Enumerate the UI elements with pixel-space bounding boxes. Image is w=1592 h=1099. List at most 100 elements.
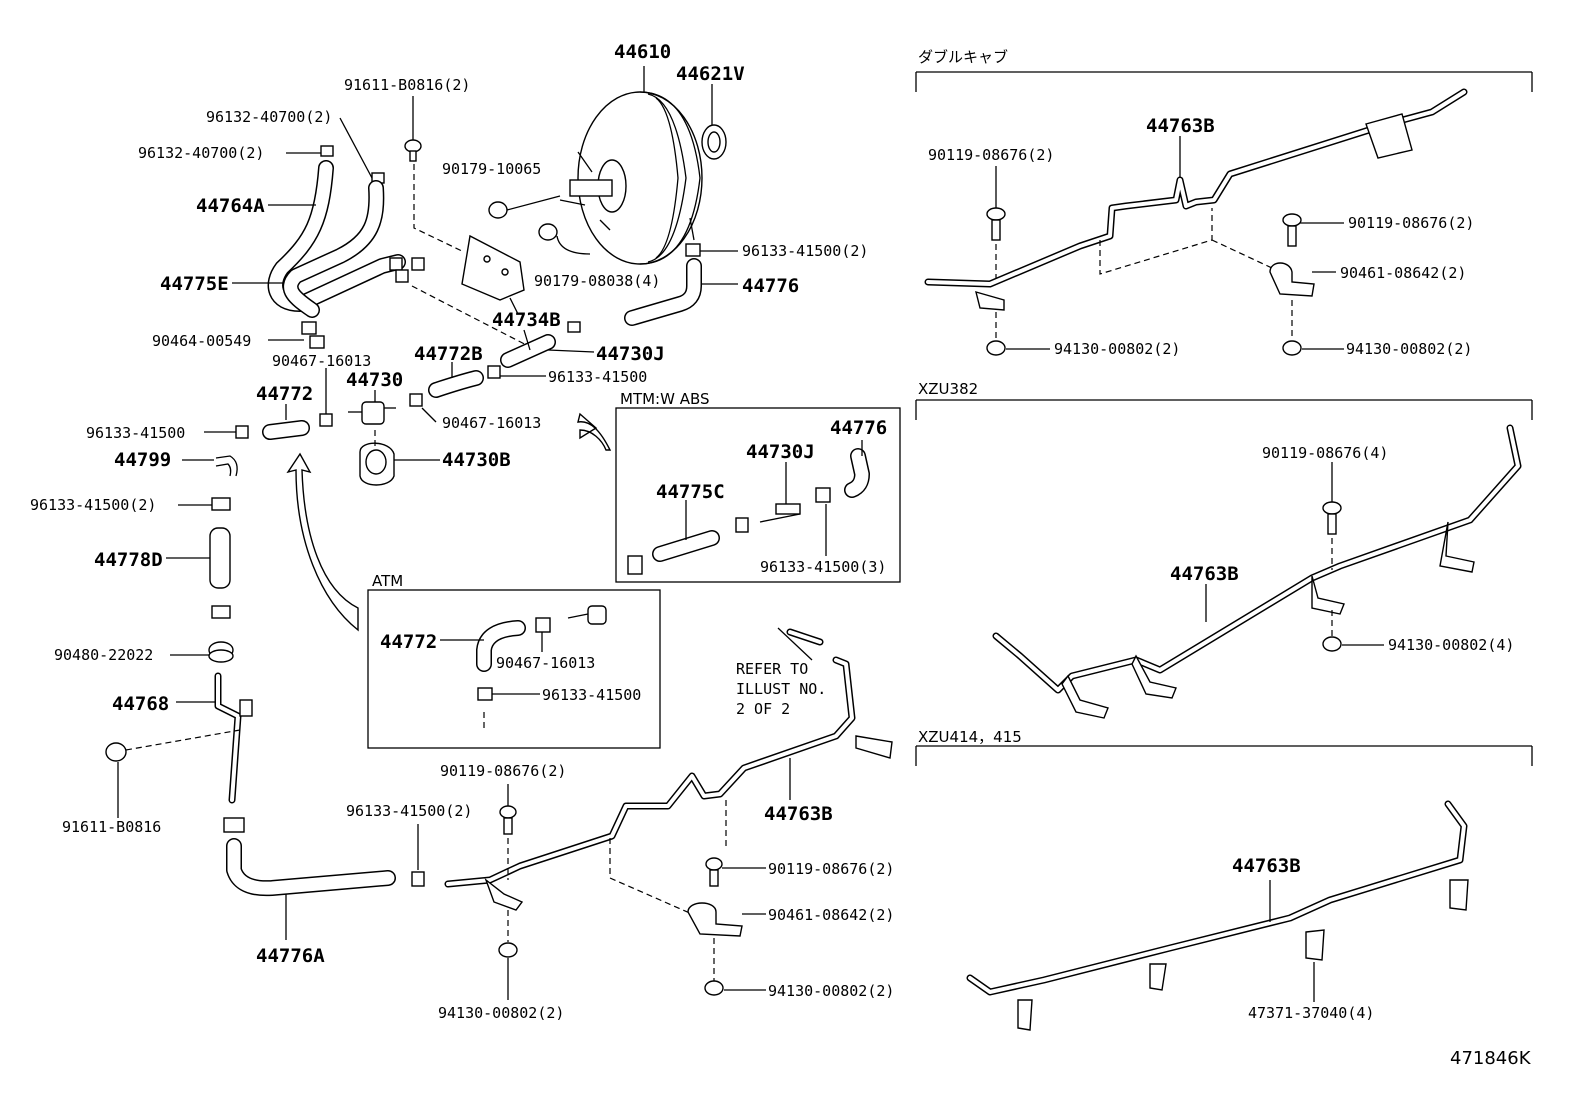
section-xzu414: XZU414，415 [918, 728, 1022, 746]
part-94130-bottom-right: 94130-00802(2) [768, 982, 894, 1000]
part-44772b: 44772B [414, 343, 483, 365]
nut-90179-10065 [488, 195, 561, 219]
clip-lower [211, 605, 231, 619]
mtm-part-44776: 44776 [830, 417, 887, 439]
part-90119-bottom: 90119-08676(2) [440, 762, 566, 780]
part-44734b: 44734B [492, 309, 561, 331]
part-44730j: 44730J [596, 343, 665, 365]
part-90464: 90464-00549 [152, 332, 251, 350]
part-96133-bottom: 96133-41500(2) [346, 802, 472, 820]
hose-44799 [182, 455, 238, 477]
part-94130-bottom-left: 94130-00802(2) [438, 1004, 564, 1022]
clips-hose-end [389, 257, 425, 283]
part-90119-bottom2: 90119-08676(2) [768, 860, 894, 878]
clip-96133-left [204, 425, 249, 439]
part-91611-top: 91611-B0816(2) [344, 76, 470, 94]
part-90480: 90480-22022 [54, 646, 153, 664]
connector-44730j [500, 321, 595, 368]
hose-44772 [262, 368, 333, 440]
dc-part-94130-right: 94130-00802(2) [1346, 340, 1472, 358]
pipe-44763b-bottom [444, 656, 893, 911]
part-96133-left2: 96133-41500(2) [30, 496, 156, 514]
atm-box [367, 589, 661, 749]
hose-44778d [166, 527, 231, 589]
section-double-cab: ダブルキャブ [918, 48, 1008, 66]
atm-parts [440, 605, 607, 728]
x382-part-90119: 90119-08676(4) [1262, 444, 1388, 462]
dc-part-90119-right: 90119-08676(2) [1348, 214, 1474, 232]
part-90179-10065: 90179-10065 [442, 160, 541, 178]
x382-bolt [1322, 462, 1342, 636]
part-96132-b: 96132-40700(2) [138, 144, 264, 162]
mtm-box [615, 407, 901, 583]
atm-part-90467: 90467-16013 [496, 654, 595, 672]
refer-note-1: REFER TO [736, 660, 808, 678]
grommet-90480 [170, 641, 234, 663]
clip-90464 [301, 321, 325, 349]
part-90179-08038: 90179-08038(4) [534, 272, 660, 290]
atm-part-96133: 96133-41500 [542, 686, 641, 704]
clip-96132-a [320, 145, 334, 157]
bracket-44734b [461, 234, 525, 315]
refer-note-3: 2 OF 2 [736, 700, 790, 718]
part-90467-a: 90467-16013 [272, 352, 371, 370]
mtm-part-96133: 96133-41500(3) [760, 558, 886, 576]
part-44763b-bottom: 44763B [764, 803, 833, 825]
nut-90179-08038 [538, 223, 591, 255]
hose-44776 [624, 258, 738, 326]
part-96132-a: 96132-40700(2) [206, 108, 332, 126]
dc-part-90119-left: 90119-08676(2) [928, 146, 1054, 164]
nut-94130-bot-l [498, 910, 518, 1000]
dc-pipe [924, 88, 1468, 311]
part-96133-mid: 96133-41500 [548, 368, 647, 386]
x382-pipe [992, 424, 1522, 719]
part-96133-left: 96133-41500 [86, 424, 185, 442]
dc-part-90461: 90461-08642(2) [1340, 264, 1466, 282]
bolt-91611-top [404, 96, 422, 162]
x382-part-44763b: 44763B [1170, 563, 1239, 585]
x414-part-47371: 47371-37040(4) [1248, 1004, 1374, 1022]
x414-pipe [966, 800, 1468, 996]
part-44768: 44768 [112, 693, 169, 715]
part-90461-bottom: 90461-08642(2) [768, 906, 894, 924]
part-44776: 44776 [742, 275, 799, 297]
section-mtm-abs: MTM:W ABS [620, 390, 710, 408]
part-44730b: 44730B [442, 449, 511, 471]
refer-note-2: ILLUST NO. [736, 680, 826, 698]
dc-bolt-r [1282, 213, 1344, 247]
mtm-part-44775c: 44775C [656, 481, 725, 503]
part-44610: 44610 [614, 41, 671, 63]
arrow-mtm [577, 412, 612, 451]
x414-clips [1017, 879, 1469, 1031]
clip-96133-l2 [178, 497, 231, 511]
hose-44772b [428, 362, 546, 398]
clip-96133-bot [411, 871, 425, 887]
illustration-id: 471846K [1450, 1048, 1532, 1069]
section-atm: ATM [372, 572, 403, 590]
part-44764a: 44764A [196, 195, 265, 217]
bracket-90461-bot [687, 902, 766, 982]
part-44772: 44772 [256, 383, 313, 405]
mtm-part-44730j: 44730J [746, 441, 815, 463]
part-44775e: 44775E [160, 273, 229, 295]
seal-ring [701, 124, 727, 160]
part-96133-right: 96133-41500(2) [742, 242, 868, 260]
part-90467-b: 90467-16013 [442, 414, 541, 432]
x382-part-94130: 94130-00802(4) [1388, 636, 1514, 654]
hose-44776a [226, 838, 396, 940]
dc-bracket [1269, 262, 1336, 338]
part-44799: 44799 [114, 449, 171, 471]
dc-part-94130-left: 94130-00802(2) [1054, 340, 1180, 358]
check-valve-44730 [348, 390, 423, 425]
atm-part-44772: 44772 [380, 631, 437, 653]
bolt-90119-bot [499, 784, 517, 880]
mtm-parts [627, 440, 870, 575]
bolt-90119-bot2 [705, 857, 766, 887]
arrow-atm [286, 452, 359, 632]
bolt-91611-bottom [105, 729, 241, 818]
clip-44776a [223, 817, 245, 833]
part-44776a: 44776A [256, 945, 325, 967]
dc-bolt-l [986, 166, 1006, 340]
